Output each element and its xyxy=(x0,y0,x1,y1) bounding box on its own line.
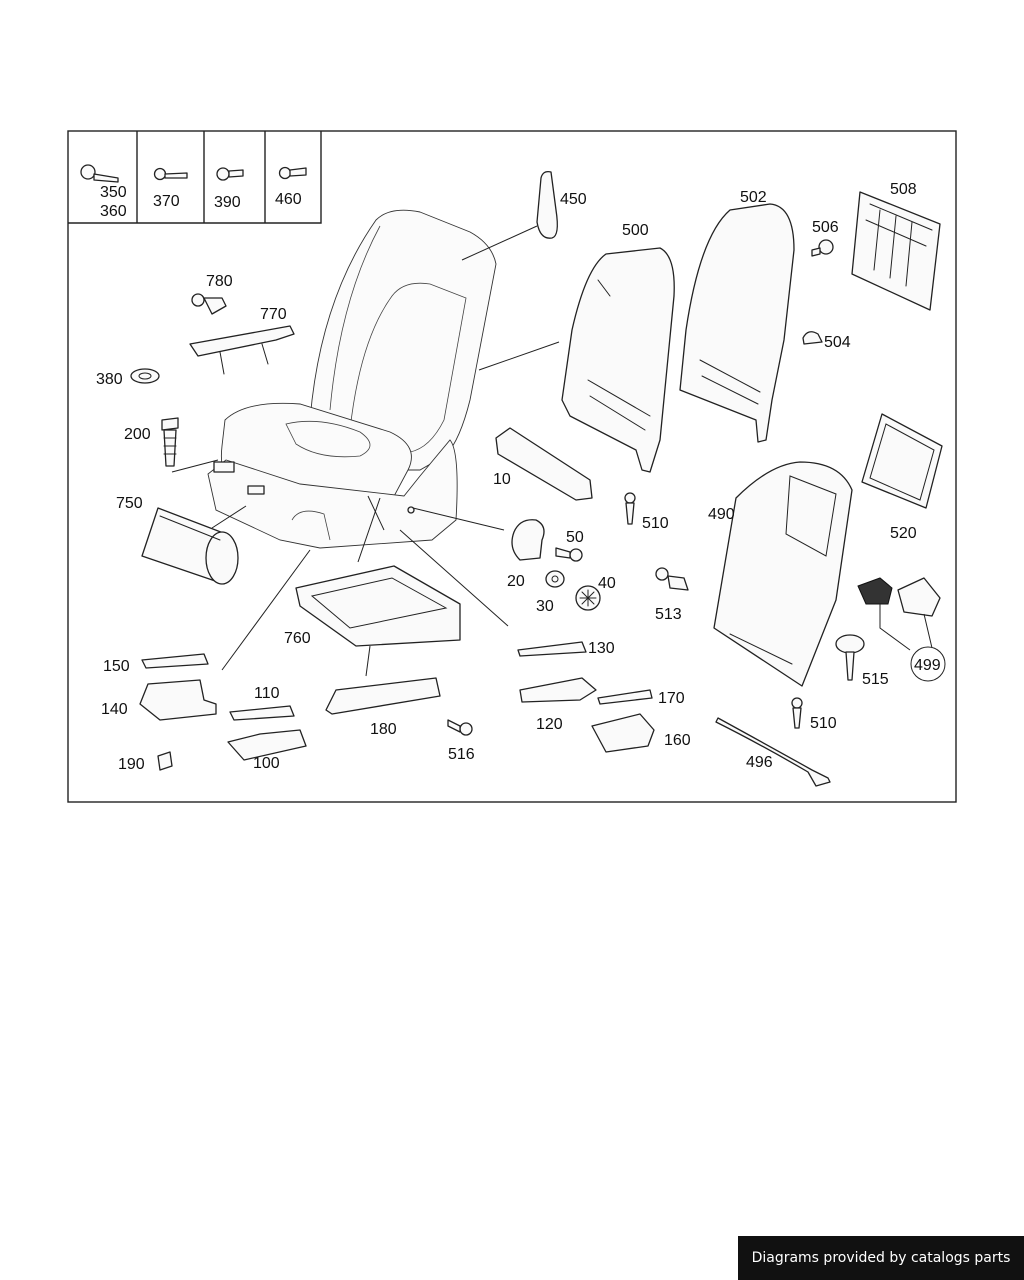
label-370: 370 xyxy=(153,193,180,210)
label-200: 200 xyxy=(124,426,151,443)
part-499-switches xyxy=(857,577,941,651)
part-504 xyxy=(802,331,823,345)
diagram-frame xyxy=(67,130,957,803)
part-450 xyxy=(536,170,558,239)
part-520 xyxy=(861,413,943,509)
screw-370-icon xyxy=(153,167,188,181)
part-770 xyxy=(189,325,295,375)
label-520: 520 xyxy=(890,525,917,542)
label-110: 110 xyxy=(254,685,280,702)
label-360: 360 xyxy=(100,203,127,220)
part-200 xyxy=(161,417,179,467)
part-490 xyxy=(713,461,853,687)
label-780: 780 xyxy=(206,273,233,290)
part-150 xyxy=(141,653,209,669)
seat-assembly xyxy=(207,209,497,549)
label-10: 10 xyxy=(493,471,511,488)
label-350: 350 xyxy=(100,184,127,201)
part-506 xyxy=(811,239,834,257)
label-180: 180 xyxy=(370,721,397,738)
part-180 xyxy=(325,677,441,715)
label-510-upper: 510 xyxy=(642,515,669,532)
screw-390-icon xyxy=(216,167,244,181)
part-510b xyxy=(791,697,803,729)
label-506: 506 xyxy=(812,219,839,236)
label-380: 380 xyxy=(96,371,123,388)
part-170 xyxy=(597,689,653,705)
label-130: 130 xyxy=(588,640,615,657)
label-510-lower: 510 xyxy=(810,715,837,732)
part-780 xyxy=(191,293,227,315)
part-140 xyxy=(139,679,217,721)
part-20 xyxy=(511,519,545,561)
part-760 xyxy=(295,565,461,647)
label-499: 499 xyxy=(914,657,941,674)
label-140: 140 xyxy=(101,701,128,718)
part-515 xyxy=(835,634,865,681)
label-504: 504 xyxy=(824,334,851,351)
label-513: 513 xyxy=(655,606,682,623)
part-30 xyxy=(545,570,565,588)
label-120: 120 xyxy=(536,716,563,733)
part-190 xyxy=(157,751,173,771)
part-500 xyxy=(561,247,675,473)
part-508 xyxy=(851,191,941,311)
label-496: 496 xyxy=(746,754,773,771)
attribution-text: Diagrams provided by catalogs parts xyxy=(751,1250,1011,1266)
label-460: 460 xyxy=(275,191,302,208)
label-516: 516 xyxy=(448,746,475,763)
label-160: 160 xyxy=(664,732,691,749)
screw-350-icon xyxy=(80,164,119,183)
part-160 xyxy=(591,713,655,753)
label-750: 750 xyxy=(116,495,143,512)
label-760: 760 xyxy=(284,630,311,647)
part-496 xyxy=(715,717,831,787)
part-110 xyxy=(229,705,295,721)
part-120 xyxy=(519,677,597,703)
part-10 xyxy=(495,427,593,501)
label-190: 190 xyxy=(118,756,145,773)
label-500: 500 xyxy=(622,222,649,239)
part-130 xyxy=(517,641,587,657)
label-170: 170 xyxy=(658,690,685,707)
screw-460-icon xyxy=(278,166,307,180)
label-50: 50 xyxy=(566,529,584,546)
part-40 xyxy=(575,585,601,611)
label-450: 450 xyxy=(560,191,587,208)
label-490: 490 xyxy=(708,506,735,523)
label-508: 508 xyxy=(890,181,917,198)
part-50 xyxy=(555,547,583,562)
part-516 xyxy=(447,719,473,736)
label-515: 515 xyxy=(862,671,889,688)
part-100 xyxy=(227,729,307,761)
part-labels: 350 360 370 390 460 450 500 502 508 506 … xyxy=(96,181,946,773)
label-770: 770 xyxy=(260,306,287,323)
label-100: 100 xyxy=(253,755,280,772)
callout-499-circle xyxy=(910,646,946,682)
part-750 xyxy=(141,507,239,585)
attribution-footer: Diagrams provided by catalogs parts xyxy=(738,1236,1024,1280)
label-30: 30 xyxy=(536,598,554,615)
label-40: 40 xyxy=(598,575,616,592)
label-150: 150 xyxy=(103,658,130,675)
part-502 xyxy=(679,203,795,443)
label-390: 390 xyxy=(214,194,241,211)
part-513 xyxy=(655,567,689,591)
label-502: 502 xyxy=(740,189,767,206)
part-380 xyxy=(130,368,160,384)
screw-legend xyxy=(68,131,322,224)
leader-lines xyxy=(171,225,560,677)
label-20: 20 xyxy=(507,573,525,590)
part-510a xyxy=(624,492,636,525)
